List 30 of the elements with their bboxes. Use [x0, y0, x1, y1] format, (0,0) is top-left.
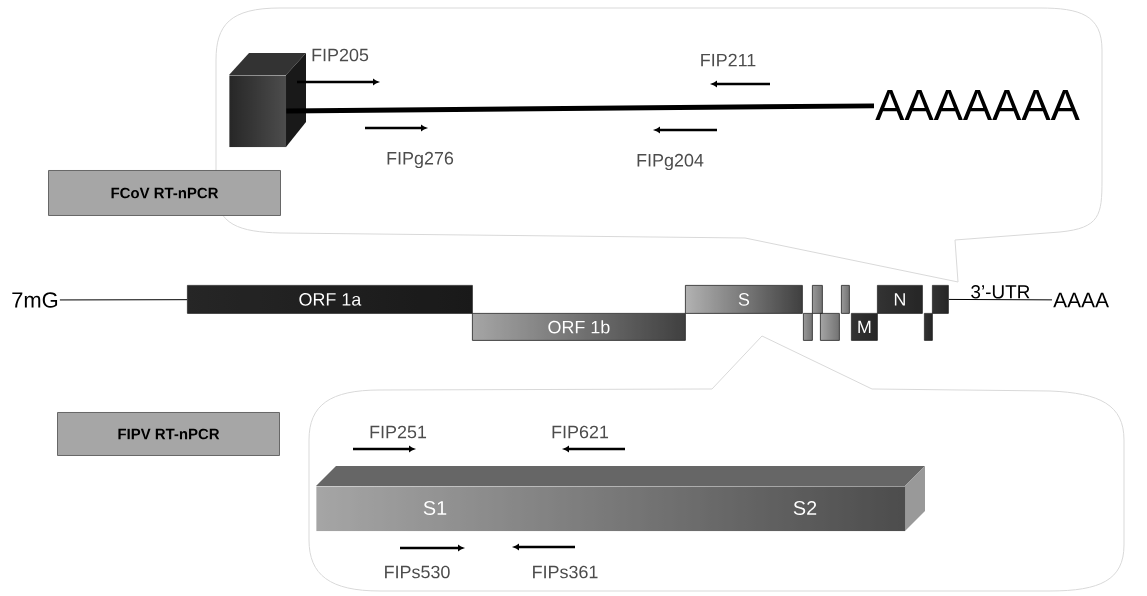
edge-label: 3’-UTR [971, 285, 1030, 299]
gene-block: ORF 1b [472, 313, 686, 341]
connector-line [59, 299, 188, 301]
gene-block: S [685, 285, 803, 314]
primer-label: FIPs361 [533, 565, 598, 579]
primer-label: FIP211 [701, 53, 756, 67]
method-box: FCoV RT-nPCR [48, 170, 281, 216]
primer-label: FIPs530 [385, 565, 450, 579]
gene-block [924, 313, 933, 341]
spike-segment-drawing: S1 S2 [316, 466, 925, 532]
gene-block: ORF 1a [187, 285, 473, 314]
primer-label: FIP251 [370, 425, 427, 439]
connector-line [286, 103, 875, 114]
primer-label: FIPg276 [387, 151, 454, 169]
primer-label: FIPg204 [637, 153, 704, 171]
primer-label: FIP621 [552, 425, 609, 439]
gene-block [820, 313, 840, 341]
method-box: FIPV RT-nPCR [57, 412, 280, 456]
gene-block: M [851, 313, 878, 341]
gene-block [803, 313, 813, 341]
sequence-text: 7mG [12, 292, 58, 308]
gene-block: N [877, 285, 923, 314]
sequence-text: AAAA [1053, 292, 1109, 308]
gene-block [812, 285, 823, 314]
connector-line [948, 298, 1053, 301]
cap-cube-drawing [229, 53, 306, 147]
sequence-text: AAAAAAA [875, 89, 1080, 121]
gene-block [841, 285, 850, 314]
primer-label: FIP205 [312, 48, 369, 62]
gene-block [932, 285, 949, 314]
